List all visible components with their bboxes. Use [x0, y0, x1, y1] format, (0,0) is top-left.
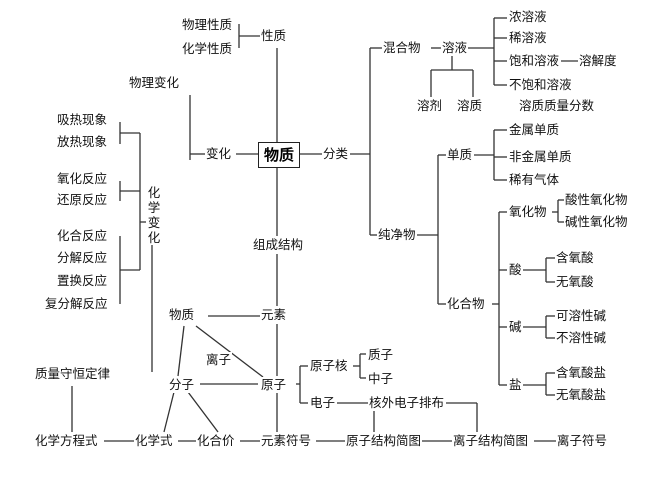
- electron: 电子: [309, 395, 337, 411]
- pure-substance: 纯净物: [377, 227, 417, 243]
- nonmetal-element: 非金属单质: [508, 149, 573, 165]
- valence: 化合价: [196, 433, 236, 449]
- reduction: 还原反应: [56, 192, 109, 208]
- decomposition-reaction: 分解反应: [56, 250, 109, 266]
- composition-structure: 组成结构: [252, 237, 305, 253]
- displacement-reaction: 置换反应: [56, 273, 109, 289]
- ion: 离子: [205, 352, 233, 368]
- classification-node: 分类: [322, 146, 350, 162]
- oxidation: 氧化反应: [56, 171, 109, 187]
- chemical-equation: 化学方程式: [34, 433, 99, 449]
- soluble-base: 可溶性碱: [555, 308, 608, 324]
- element: 元素: [260, 307, 288, 323]
- noble-gas: 稀有气体: [508, 172, 561, 188]
- change-node: 变化: [205, 146, 233, 162]
- combination-reaction: 化合反应: [56, 228, 109, 244]
- ion-structure-diagram: 离子结构简图: [452, 433, 530, 449]
- acidic-oxide: 酸性氧化物: [564, 192, 629, 208]
- salt: 盐: [508, 377, 523, 393]
- hydrosalt: 无氧酸盐: [555, 387, 608, 403]
- solution: 溶液: [441, 40, 469, 56]
- chemical-change: 化学变化: [146, 185, 162, 245]
- solute-mass-fraction: 溶质质量分数: [518, 98, 596, 114]
- saturated-solution: 饱和溶液: [508, 53, 561, 69]
- element-symbol: 元素符号: [260, 433, 313, 449]
- heat-absorb: 吸热现象: [56, 112, 109, 128]
- oxyacid: 含氧酸: [555, 250, 595, 266]
- double-displacement-reaction: 复分解反应: [44, 296, 109, 312]
- dilute-solution: 稀溶液: [508, 30, 548, 46]
- atom: 原子: [260, 377, 288, 393]
- acid: 酸: [508, 262, 523, 278]
- oxide: 氧化物: [508, 204, 548, 220]
- metal-element: 金属单质: [508, 122, 561, 138]
- ion-symbol: 离子符号: [556, 433, 609, 449]
- basic-oxide: 碱性氧化物: [564, 214, 629, 230]
- chemical-formula: 化学式: [134, 433, 174, 449]
- concentrated-solution: 浓溶液: [508, 9, 548, 25]
- electron-configuration: 核外电子排布: [368, 395, 446, 411]
- chemical-property: 化学性质: [181, 41, 234, 57]
- base: 碱: [508, 319, 523, 335]
- elemental-substance: 单质: [446, 147, 474, 163]
- hydracid: 无氧酸: [555, 274, 595, 290]
- insoluble-base: 不溶性碱: [555, 330, 608, 346]
- molecule: 分子: [168, 377, 196, 393]
- center-substance: 物质: [258, 142, 300, 168]
- unsaturated-solution: 不饱和溶液: [508, 77, 573, 93]
- mixture: 混合物: [382, 40, 422, 56]
- neutron: 中子: [367, 371, 395, 387]
- mass-conservation-law: 质量守恒定律: [34, 366, 112, 382]
- compound: 化合物: [446, 296, 486, 312]
- solvent: 溶剂: [416, 98, 444, 114]
- oxysalt: 含氧酸盐: [555, 365, 608, 381]
- proton: 质子: [367, 347, 395, 363]
- substance: 物质: [168, 307, 196, 323]
- solubility: 溶解度: [578, 53, 618, 69]
- physical-property: 物理性质: [181, 17, 234, 33]
- property-node: 性质: [260, 28, 288, 44]
- physical-change: 物理变化: [128, 75, 181, 91]
- solute: 溶质: [456, 98, 484, 114]
- heat-release: 放热现象: [56, 134, 109, 150]
- atomic-nucleus: 原子核: [309, 358, 349, 374]
- atom-structure-diagram: 原子结构简图: [345, 433, 423, 449]
